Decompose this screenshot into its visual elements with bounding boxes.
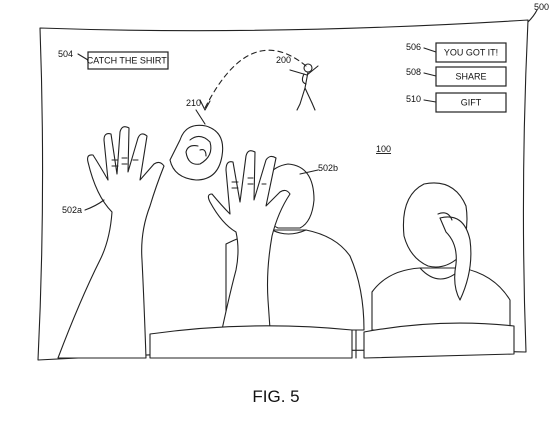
ref-left-hand: 502a: [62, 205, 82, 215]
screen-frame: [37, 19, 529, 361]
ref-gift: 510: [406, 94, 421, 104]
svg-text:YOU GOT IT!: YOU GOT IT!: [444, 47, 498, 57]
performer-figure: [289, 63, 319, 111]
ref-right-hand: 502b: [318, 163, 338, 173]
right-hand-arm: [207, 150, 291, 359]
ref-share: 508: [406, 67, 421, 77]
svg-text:GIFT: GIFT: [461, 97, 482, 107]
figure-caption: FIG. 5: [252, 387, 299, 406]
share-button[interactable]: SHARE: [435, 66, 507, 87]
leader-502a: [84, 199, 105, 211]
ref-prompt: 504: [58, 49, 73, 59]
catch-the-shirt-prompt: CATCH THE SHIRT!: [87, 51, 170, 70]
ref-view: 100: [376, 144, 391, 154]
leader-510: [423, 99, 437, 103]
leader-504: [77, 53, 89, 61]
seat-backs: [149, 322, 515, 359]
ref-shirt: 210: [186, 98, 201, 108]
throw-trajectory: [204, 49, 307, 109]
shirt-ball: [169, 124, 224, 181]
throw-arrowhead: [199, 99, 211, 111]
leader-502b: [299, 169, 319, 175]
svg-text:CATCH THE SHIRT!: CATCH THE SHIRT!: [87, 55, 170, 65]
left-hand-arm: [57, 126, 165, 359]
svg-text:SHARE: SHARE: [455, 71, 486, 81]
leader-506: [423, 47, 437, 53]
ref-performer: 200: [276, 55, 291, 65]
leader-500: [527, 9, 538, 23]
gift-button[interactable]: GIFT: [435, 92, 507, 113]
right-person: [371, 182, 511, 331]
ref-you-got-it: 506: [406, 42, 421, 52]
ref-screen: 500: [534, 2, 549, 12]
leader-210: [195, 109, 206, 125]
you-got-it-button[interactable]: YOU GOT IT!: [435, 42, 507, 63]
leader-508: [423, 72, 437, 77]
